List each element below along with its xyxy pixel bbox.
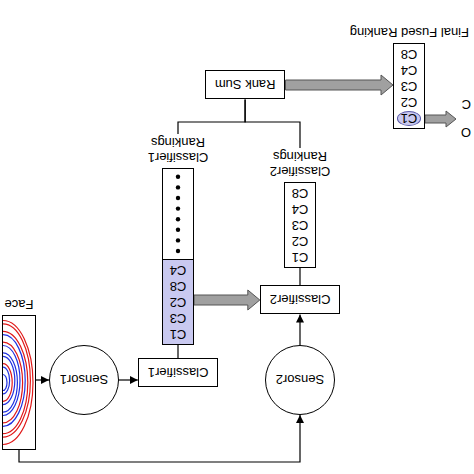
ranking-items: C1C3C2C8C4: [163, 259, 193, 344]
class-label: C1: [292, 250, 309, 265]
rank-sum-box: Rank Sum: [205, 71, 286, 100]
ranking-row: C8: [163, 278, 193, 294]
class-label: C4: [292, 202, 309, 217]
ranking-row: C2: [394, 94, 424, 110]
face-contour: [3, 346, 20, 416]
block-arrow: [194, 290, 260, 310]
face-contour: [3, 331, 28, 433]
dot: [176, 185, 180, 189]
dot: [176, 228, 180, 232]
class-label: C1: [170, 327, 187, 342]
dot: [176, 238, 180, 242]
classifier-box: Classifier1: [138, 359, 219, 388]
ranking-row: C4: [163, 262, 193, 278]
face-contour: [3, 335, 25, 427]
ranking-row: C8: [394, 46, 424, 62]
face-contour: [3, 375, 7, 391]
sensor-circle: Sensor1: [49, 345, 119, 415]
dot: [176, 206, 180, 210]
connector-line: [299, 268, 300, 286]
dot: [176, 249, 180, 253]
class-label: C4: [401, 63, 418, 78]
connector-line: [119, 379, 138, 380]
dot: [176, 196, 180, 200]
face-contour: [3, 364, 12, 402]
face-contours: [3, 316, 35, 449]
ranking-row: C3: [285, 217, 315, 233]
face-contour: [3, 342, 23, 423]
sensor-label: Sensor1: [60, 373, 108, 388]
class-label: C3: [292, 218, 309, 233]
ranking-row: C1: [285, 249, 315, 265]
sensor-circle: Sensor2: [265, 345, 335, 415]
ranking-heading: Final Fused Ranking: [350, 25, 469, 40]
face-contour: [3, 324, 30, 437]
ranking-row: C3: [163, 310, 193, 326]
dot: [176, 175, 180, 179]
dot: [176, 217, 180, 221]
output-text: C: [462, 97, 471, 112]
ranking-heading: Classifier2 Rankings: [264, 149, 336, 179]
connector-line: [177, 345, 178, 359]
face-contour: [3, 356, 15, 404]
classifier-box: Classifier2: [260, 286, 341, 315]
ranking-row: C8: [285, 185, 315, 201]
class-label: C3: [170, 311, 187, 326]
face-contour: [3, 353, 17, 412]
output-arrow: [425, 111, 456, 127]
output-text: O: [461, 125, 471, 140]
ranking-row: C2: [163, 294, 193, 310]
ranking-row: C3: [394, 78, 424, 94]
class-label: C2: [401, 95, 418, 110]
ellipsis-dots: [163, 169, 193, 259]
connector-line: [245, 100, 300, 149]
class-label: C2: [292, 234, 309, 249]
ranking-heading: Classifier1 Rankings: [142, 135, 214, 165]
ranking-list: C1C3C2C8C4Classifier1 Rankings: [162, 168, 194, 345]
ranking-row: C1: [163, 326, 193, 342]
ranking-row: C4: [394, 62, 424, 78]
class-label: C8: [170, 279, 187, 294]
class-label: C2: [170, 295, 187, 310]
block-arrow: [286, 75, 394, 95]
box-label: Classifier2: [270, 293, 331, 308]
sensor-label: Sensor2: [276, 373, 324, 388]
ranking-items: C1C2C3C4C8: [394, 44, 424, 128]
ranking-row: C2: [285, 233, 315, 249]
ranking-row: C1: [394, 110, 424, 126]
ranking-row: C4: [285, 201, 315, 217]
ranking-items: C1C2C3C4C8: [285, 183, 315, 267]
class-label: C4: [170, 263, 187, 278]
ranking-list: C1C2C3C4C8Classifier2 Rankings: [284, 182, 316, 268]
connector-line: [178, 100, 245, 135]
class-label: C1: [397, 111, 422, 126]
face-contour: [3, 367, 10, 394]
face-caption: Face: [5, 297, 34, 312]
box-label: Rank Sum: [215, 78, 276, 93]
class-label: C8: [292, 186, 309, 201]
class-label: C8: [401, 47, 418, 62]
connector-line: [36, 379, 49, 380]
fused-ranking-list: C1C2C3C4C8Final Fused Ranking: [393, 43, 425, 129]
connector-line: [299, 315, 300, 346]
face-image: Face: [2, 315, 36, 450]
box-label: Classifier1: [148, 366, 209, 381]
class-label: C3: [401, 79, 418, 94]
connector-line: [19, 415, 300, 462]
face-contour: [3, 321, 33, 445]
